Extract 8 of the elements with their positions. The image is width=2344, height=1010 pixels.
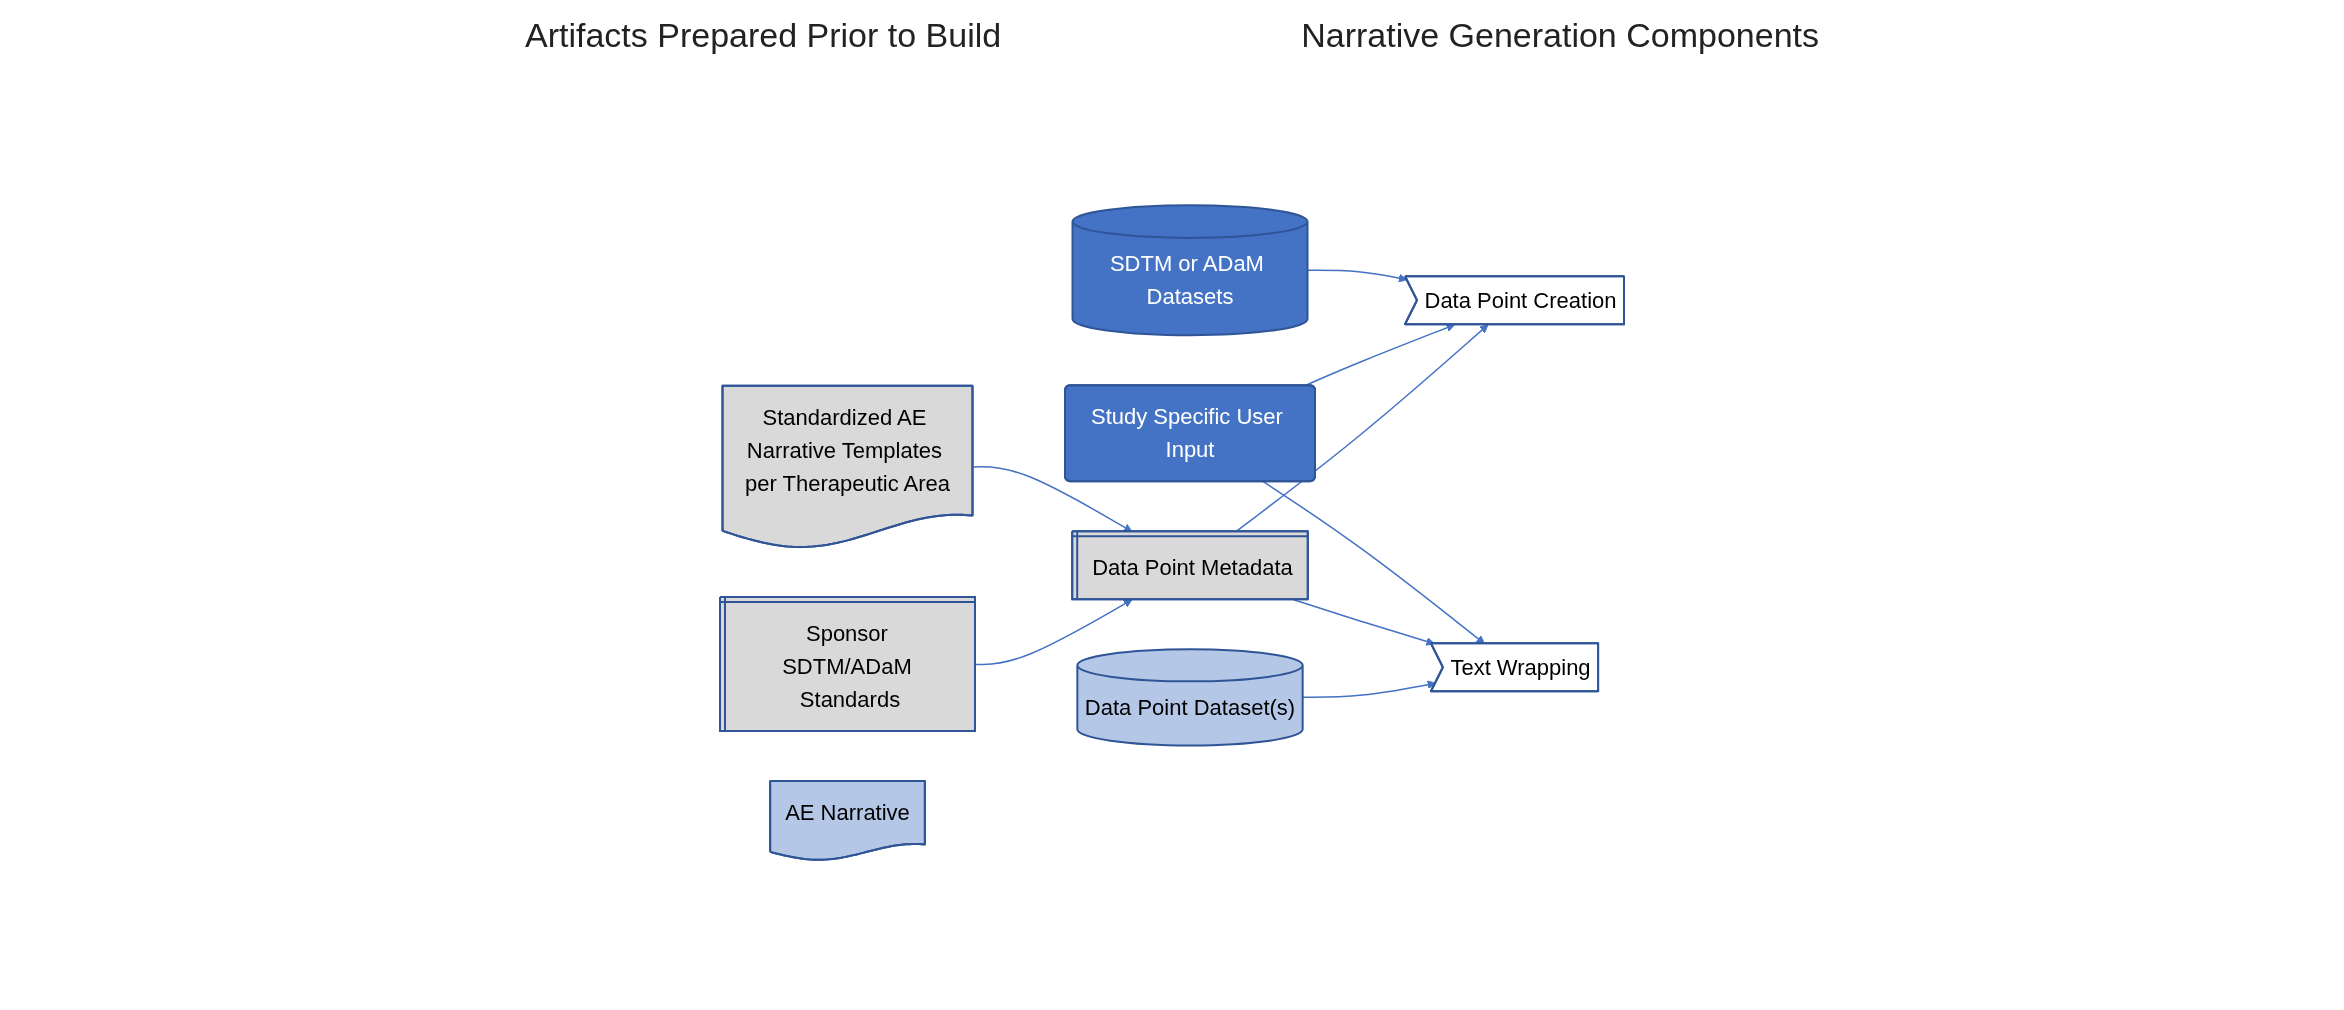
arrow <box>1235 324 1489 533</box>
arrow <box>972 466 1133 533</box>
section-heading: Artifacts Prepared Prior to Build <box>525 16 1002 55</box>
arrow <box>1306 269 1408 283</box>
arrow <box>1301 680 1437 699</box>
arrow <box>1262 480 1485 645</box>
section-heading: Narrative Generation Components <box>1301 16 1819 55</box>
arrow <box>1292 598 1435 646</box>
